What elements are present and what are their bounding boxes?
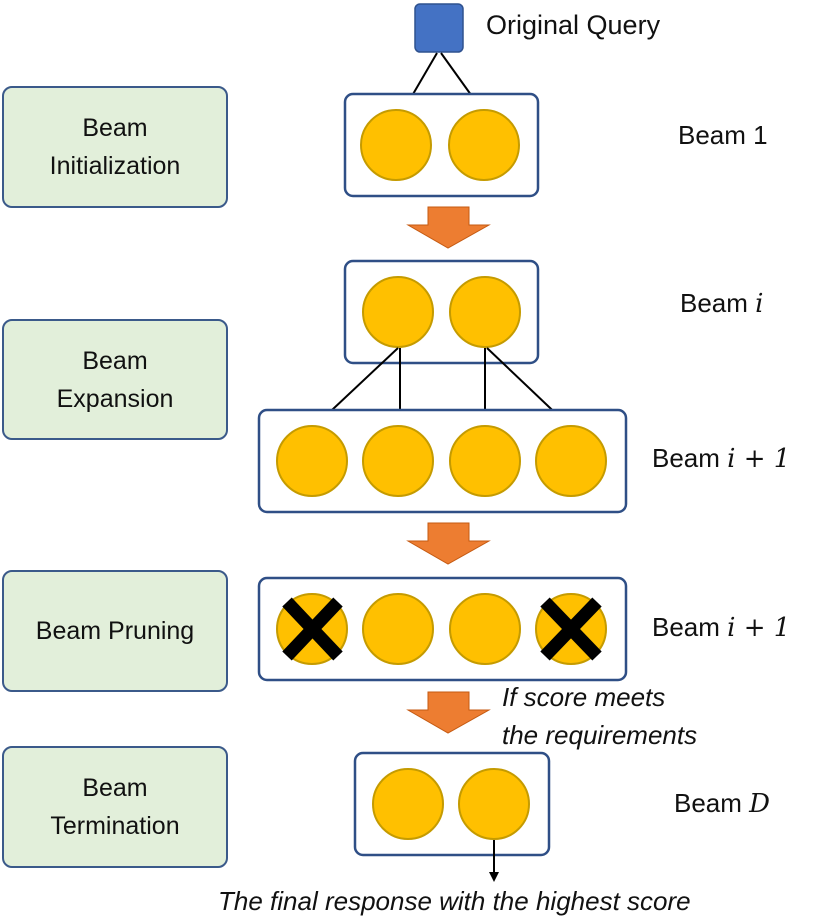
stage-label-line2: Initialization: [49, 152, 181, 180]
beam-node: [372, 768, 444, 840]
stage-label-line2: Expansion: [56, 384, 174, 413]
condition-note-line2: the requirements: [502, 720, 698, 750]
beam-i-plus-1-box: [257, 408, 628, 514]
stage-label-line1: Beam: [82, 114, 148, 142]
beam-node: [360, 109, 432, 181]
beam-label-var: i: [755, 289, 764, 319]
beam-node: [362, 276, 434, 348]
stage-label-line1: Beam: [82, 774, 148, 802]
stage-pruning: Beam Pruning: [2, 570, 228, 692]
beam-label-i: Beam i: [680, 288, 763, 319]
beam-label-i-plus-1: Beam i + 1: [652, 443, 790, 474]
final-response-note: The final response with the highest scor…: [218, 886, 691, 916]
beam-label-var: 1: [753, 120, 768, 150]
stage-initialization: Beam Initialization: [2, 86, 228, 208]
beam-node: [362, 425, 434, 497]
stage-label-line2: Termination: [50, 812, 180, 840]
beam-label-d: Beam D: [674, 788, 770, 819]
condition-note: If score meets the requirements: [502, 678, 697, 754]
beam-label-prefix: Beam: [680, 288, 756, 318]
beam-label-prefix: Beam: [652, 612, 728, 642]
beam-label-1: Beam 1: [678, 120, 768, 151]
beam-label-prefix: Beam: [652, 443, 728, 473]
stage-expansion: Beam Expansion: [2, 319, 228, 440]
beam-node: [449, 425, 521, 497]
down-arrow-icon: [406, 206, 491, 249]
beam-label-prefix: Beam: [674, 788, 750, 818]
stage-label-line1: Beam Pruning: [35, 617, 195, 645]
beam-label-var: i + 1: [727, 444, 791, 474]
x-mark-icon: [282, 597, 343, 661]
beam-node: [458, 768, 530, 840]
x-mark-icon: [540, 597, 602, 661]
beam-node: [276, 425, 348, 497]
beam-node: [448, 109, 520, 181]
down-arrow-icon: [406, 691, 491, 734]
down-arrow-icon: [406, 522, 491, 565]
stage-termination: Beam Termination: [2, 746, 228, 868]
beam-label-var: i + 1: [727, 613, 791, 643]
stage-label-line1: Beam: [82, 346, 148, 375]
beam-label-i-plus-1-pruned: Beam i + 1: [652, 612, 790, 643]
beam-node: [449, 593, 521, 665]
beam-label-prefix: Beam: [678, 120, 754, 150]
query-label: Original Query: [486, 10, 661, 40]
condition-note-line1: If score meets: [502, 682, 666, 712]
beam-pruned-box: [257, 576, 628, 682]
beam-label-var: D: [749, 789, 771, 819]
beam-node: [449, 276, 521, 348]
beam-node: [535, 425, 607, 497]
beam-node: [362, 593, 434, 665]
query-node: [414, 3, 464, 53]
